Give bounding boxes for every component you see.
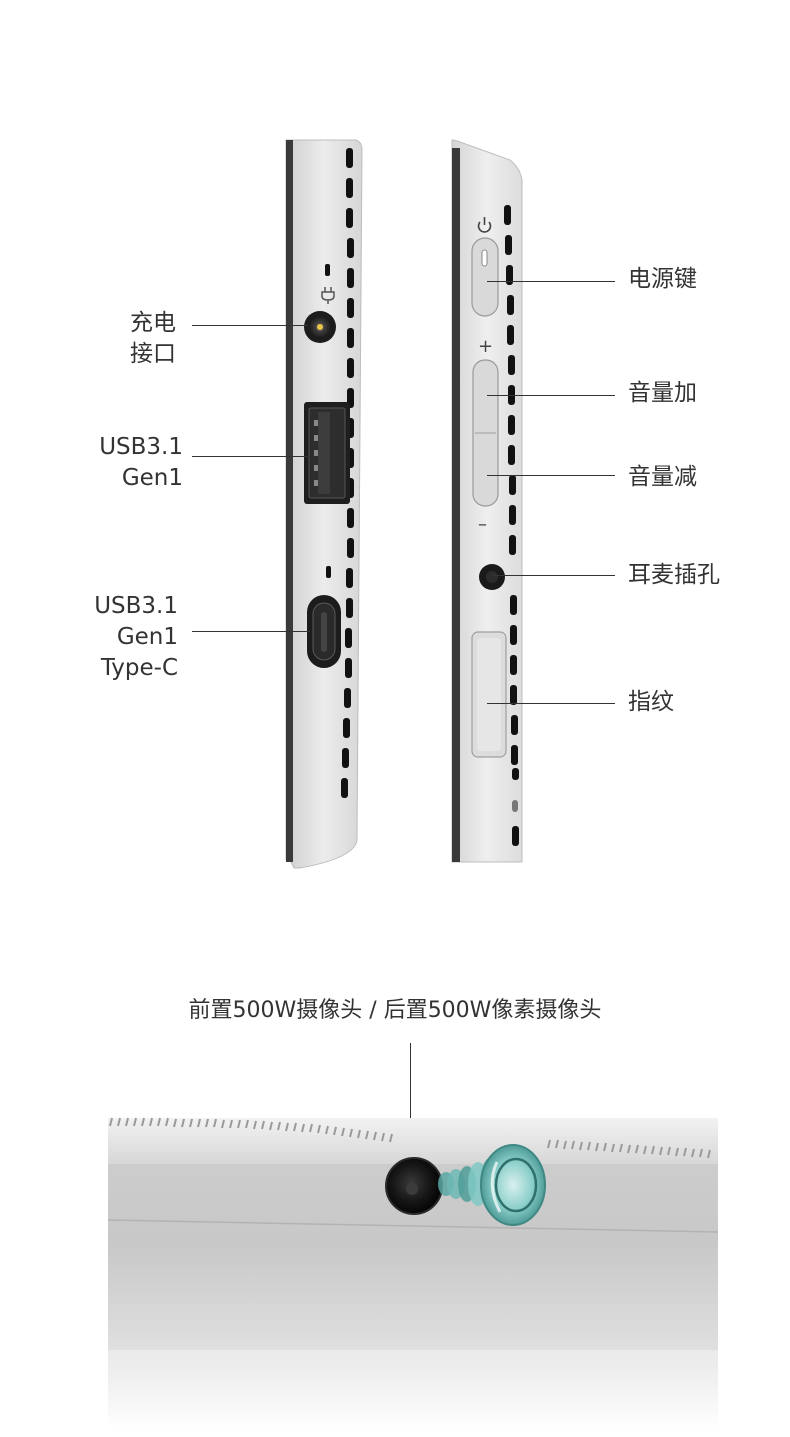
usb-c-label: USB3.1 Gen1 Type-C <box>70 591 178 684</box>
charging-port-label: 充电 接口 <box>130 308 176 370</box>
device-side-views: + – <box>285 139 523 869</box>
headphone-jack-leader <box>492 575 615 576</box>
fingerprint-label: 指纹 <box>628 689 674 715</box>
label-line: Gen1 <box>121 465 183 491</box>
top-edge-vents <box>109 1117 711 1159</box>
usb-c-leader <box>192 631 310 632</box>
usb-a-label: USB3.1 Gen1 <box>80 432 183 494</box>
label-line: 接口 <box>130 341 176 367</box>
power-key-leader <box>487 281 615 282</box>
volume-up-label: 音量加 <box>628 380 697 406</box>
charging-port <box>304 311 336 343</box>
power-key <box>471 237 499 317</box>
volume-down-label: 音量减 <box>628 464 697 490</box>
left-vent-slots <box>341 148 354 798</box>
label-line: Type-C <box>100 655 178 681</box>
power-key-label: 电源键 <box>628 266 697 292</box>
power-icon <box>477 217 492 233</box>
charge-led <box>325 264 330 276</box>
label-line: USB3.1 <box>94 593 178 619</box>
camera-leader <box>410 1043 411 1183</box>
lens-module-exploded <box>438 1144 546 1226</box>
usb-a-leader <box>192 456 310 457</box>
volume-rocker <box>472 359 499 507</box>
camera-caption: 前置500W摄像头 / 后置500W像素摄像头 <box>188 998 602 1023</box>
charge-plug-icon <box>321 287 335 304</box>
camera-closeup <box>107 1117 719 1430</box>
right-side-device: + – <box>451 139 523 863</box>
right-vent-slots <box>504 205 519 846</box>
left-side-device <box>285 139 363 869</box>
plus-glyph: + <box>478 336 493 357</box>
headphone-jack <box>479 564 505 590</box>
camera-lens <box>385 1157 443 1215</box>
usb-c-led <box>326 566 331 578</box>
usb-c-port <box>307 595 341 668</box>
charging-port-leader <box>192 325 308 326</box>
fingerprint-leader <box>487 703 615 704</box>
label-line: 充电 <box>130 310 176 336</box>
label-line: Gen1 <box>116 624 178 650</box>
usb-a-port <box>304 402 350 504</box>
minus-glyph: – <box>478 514 487 535</box>
fingerprint-sensor <box>471 631 507 758</box>
headphone-jack-label: 耳麦插孔 <box>628 562 720 588</box>
volume-down-leader <box>487 475 615 476</box>
label-line: USB3.1 <box>99 434 183 460</box>
volume-up-leader <box>487 395 615 396</box>
